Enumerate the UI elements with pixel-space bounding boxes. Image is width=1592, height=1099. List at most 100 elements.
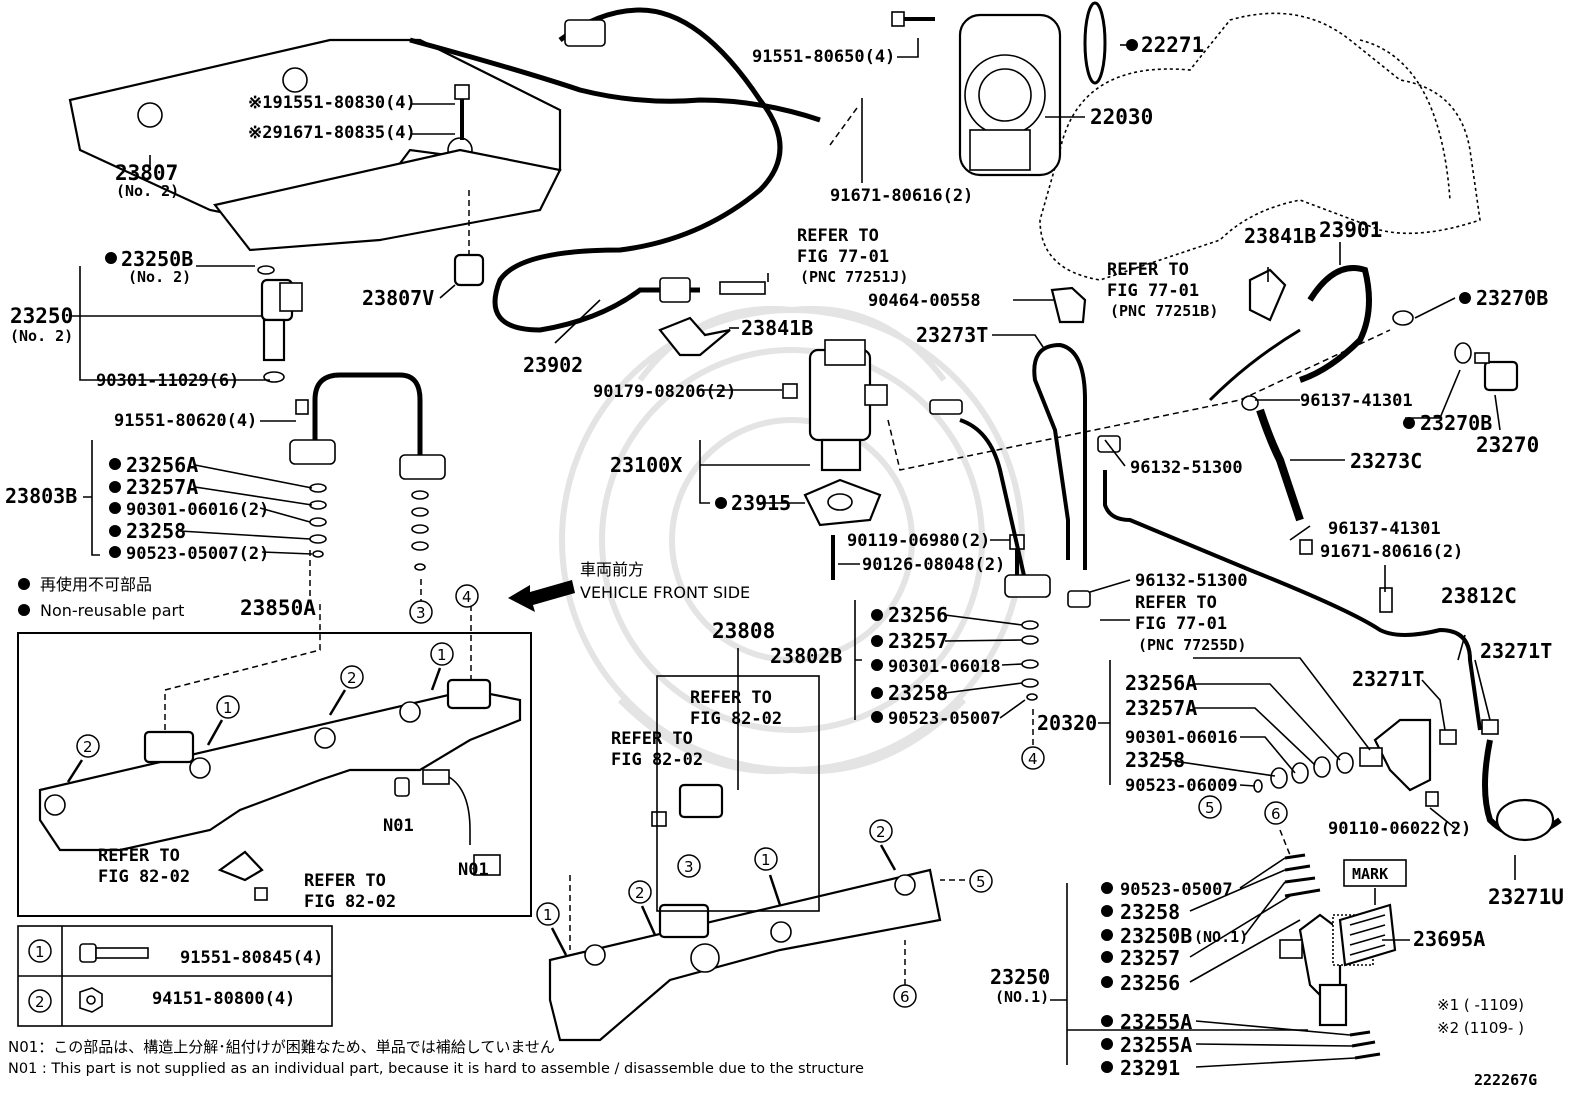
hose-23901 [1208, 265, 1372, 402]
callout-90126-08048: 90126-08048(2) [862, 555, 1005, 575]
callout-23273T: 23273T [916, 323, 988, 347]
callout-20320: 20320 [1037, 711, 1097, 735]
table-row1-num: 1 [35, 943, 45, 961]
gasket-23270B [1392, 310, 1472, 364]
callout-23271U: 23271U [1488, 885, 1564, 909]
marker-1-lower-b: 1 [536, 902, 568, 956]
refer-fig-82-02-a-line1: REFER TO [690, 688, 772, 708]
callout-23256A-right: 23256A [1125, 671, 1197, 695]
nonreusable-dot [871, 635, 883, 647]
nonreusable-dot [109, 481, 121, 493]
footnote-note2: ※2 (1109- ) [1437, 1019, 1524, 1037]
nonreusable-dot [1101, 951, 1113, 963]
gasket-23915 [803, 478, 882, 527]
callout-90523-05007-left: 90523-05007(2) [126, 544, 269, 564]
marker-1-a: 1 [430, 642, 454, 691]
fuel-pipe-23802B [959, 418, 1051, 701]
mark-label: MARK [1352, 865, 1388, 883]
nonreusable-dot [18, 604, 30, 616]
nonreusable-dot [1101, 1015, 1113, 1027]
callout-23250B-no2: 23250B [121, 247, 193, 271]
callout-23270B-top: 23270B [1476, 286, 1548, 310]
callout-23273C: 23273C [1350, 449, 1422, 473]
nonreusable-dot [1101, 1038, 1113, 1050]
mark-box [1343, 859, 1407, 887]
nonreusable-dot [1403, 417, 1415, 429]
nonreusable-dot [1101, 882, 1113, 894]
callout-90179-08206: 90179-08206(2) [593, 382, 736, 402]
callout-96137-41301-a: 96137-41301 [1300, 391, 1413, 411]
pressure-sensor-20320 [1359, 718, 1439, 807]
refer-labels: REFER TO FIG 77-01 (PNC 77251J) REFER TO… [98, 226, 1246, 912]
callout-90523-05007-mid: 90523-05007 [888, 709, 1001, 729]
svg-text:2: 2 [635, 884, 645, 902]
clamps-mid [782, 383, 1393, 613]
front-arrow-icon [508, 580, 575, 612]
ring-stack-right [1253, 752, 1354, 793]
union-23270 [1474, 352, 1519, 392]
callout-23250B-no1: 23250B [1120, 924, 1192, 948]
callout-90110-06022: 90110-06022(2) [1328, 819, 1471, 839]
svg-text:1: 1 [437, 646, 447, 664]
delivery-pipe-23850A [38, 600, 522, 852]
svg-text:4: 4 [462, 588, 472, 606]
callout-96132-51300-b: 96132-51300 [1135, 571, 1248, 591]
cushion-23807V [453, 190, 485, 287]
marker-3-lower: 3 [677, 854, 701, 878]
nonreusable-dot [1101, 976, 1113, 988]
svg-text:3: 3 [416, 604, 426, 622]
nonreusable-dot [105, 252, 117, 264]
nonreusable-dot [109, 502, 121, 514]
footnote-n01-jp: N01：この部品は、構造上分解･組付けが困難なため、単品では補給していません [8, 1038, 555, 1056]
svg-text:1: 1 [543, 906, 553, 924]
callout-22030: 22030 [1090, 105, 1153, 129]
svg-text:2: 2 [347, 669, 357, 687]
callout-90301-11029: 90301-11029(6) [96, 371, 239, 391]
fuel-pipe-23803B [289, 372, 446, 480]
clip-90464 [1050, 286, 1087, 324]
callout-23255A-1: 23255A [1120, 1010, 1192, 1034]
marker-2-b: 2 [66, 734, 100, 783]
callout-23256-mid: 23256 [888, 603, 948, 627]
refer-fig-82-02-b-line1: REFER TO [611, 729, 693, 749]
callout-23257A-left: 23257A [126, 475, 198, 499]
callout-23803B: 23803B [5, 484, 77, 508]
bolt-icon [79, 943, 149, 963]
nonreusable-dot [715, 497, 727, 509]
figure-id: 222267G [1474, 1071, 1537, 1089]
callout-23256-bottom: 23256 [1120, 971, 1180, 995]
svg-text:2: 2 [83, 738, 93, 756]
position-markers: 3 4 1 2 1 2 4 [66, 584, 1288, 1008]
refer-fig-82-02-d-line2: FIG 82-02 [304, 892, 396, 912]
callout-96137-41301-b: 96137-41301 [1328, 519, 1441, 539]
refer-fig-82-02-c-line2: FIG 82-02 [98, 867, 190, 887]
nonreusable-legend: 再使用不可部品 Non-reusable part [18, 575, 184, 620]
callout-90301-06018: 90301-06018 [888, 657, 1001, 677]
callout-23255A-2: 23255A [1120, 1033, 1192, 1057]
callout-91551-80650: 91551-80650(4) [752, 47, 895, 67]
callout-23258-bottom: 23258 [1120, 900, 1180, 924]
callout-23257A-right: 23257A [1125, 696, 1197, 720]
callout-N01-a: N01 [383, 816, 414, 836]
svg-text:1: 1 [761, 851, 771, 869]
callout-23250-no1: 23250 [990, 965, 1050, 989]
callout-23808: 23808 [712, 619, 775, 643]
nonreusable-dot [1101, 929, 1113, 941]
throttle-body-22030 [958, 13, 1062, 177]
refer-fig-77-01-a-pnc: (PNC 77251J) [800, 268, 908, 286]
svg-text:3: 3 [684, 858, 694, 876]
footnote-n01-en: N01 : This part is not supplied as an in… [8, 1061, 864, 1077]
callout-90464-00558: 90464-00558 [868, 291, 981, 311]
callout-23802B: 23802B [770, 644, 842, 668]
callout-23291: 23291 [1120, 1056, 1180, 1080]
bolt-91551-80830 [454, 84, 470, 140]
sensor-23695A [1338, 903, 1397, 967]
callout-23250-no2-sub: (No. 2) [10, 327, 73, 345]
callout-23270B-bot: 23270B [1420, 411, 1492, 435]
nonreusable-dot [109, 525, 121, 537]
callout-23257-mid: 23257 [888, 629, 948, 653]
nonreusable-dot [871, 687, 883, 699]
assembly-box-23850A [17, 632, 532, 917]
hose-23273T [1032, 342, 1121, 608]
callout-23250-no2: 23250 [10, 304, 73, 328]
